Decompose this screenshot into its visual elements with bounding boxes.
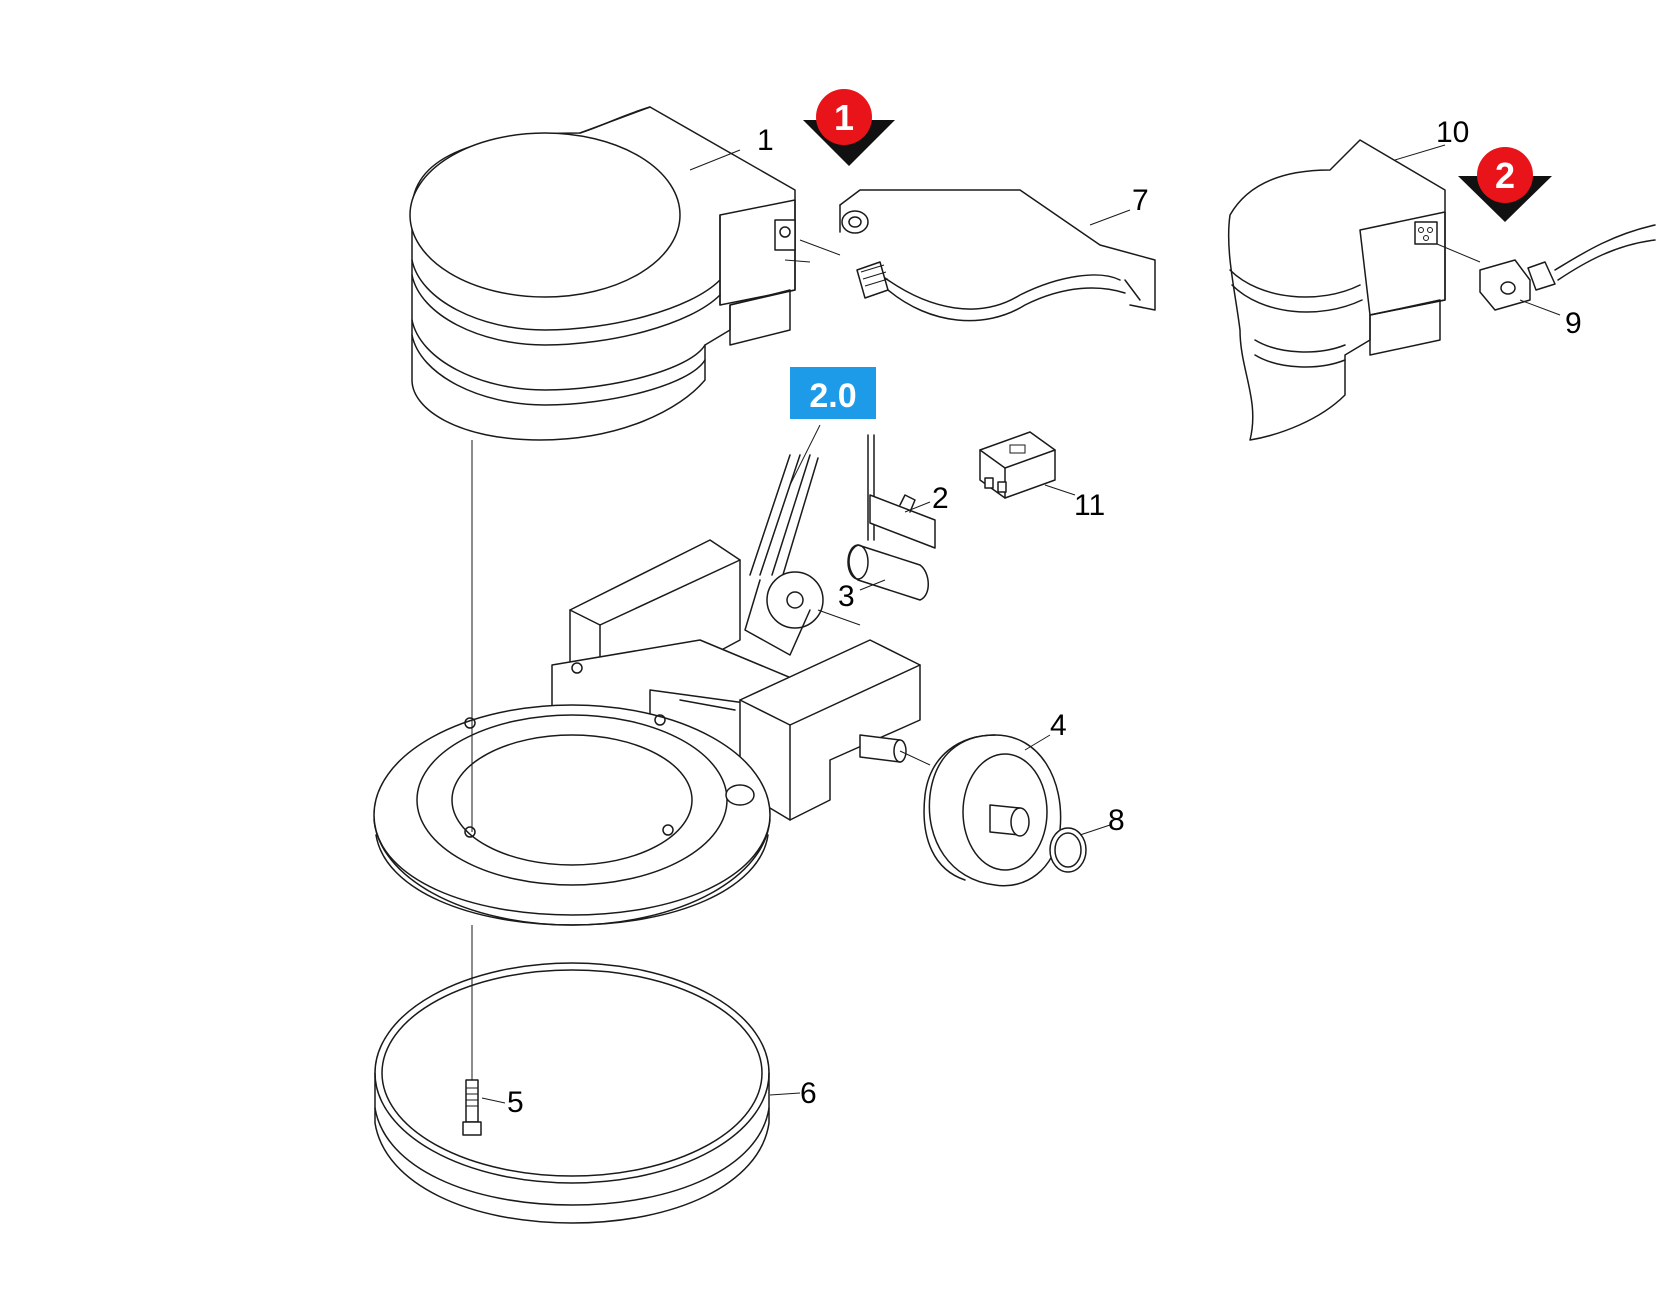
- bolt-part: [462, 1079, 482, 1136]
- motor-cover-part: [409, 106, 796, 441]
- group-badge-label: 2.0: [809, 377, 856, 415]
- chassis-part: [373, 454, 921, 926]
- callout-1: 1: [757, 124, 774, 157]
- callout-8: 8: [1108, 804, 1125, 837]
- marker-circle-1: [816, 89, 872, 145]
- wheel-part: [923, 734, 1087, 887]
- switch-part: [979, 431, 1056, 499]
- cable-assembly-part: [784, 189, 1156, 322]
- leader-lines: [481, 144, 1561, 1104]
- marker-label-2: 2: [1495, 155, 1515, 196]
- callout-5: 5: [507, 1086, 524, 1119]
- assembly-guide-lines: [471, 440, 931, 1080]
- alt-motor-cover-part: [1227, 139, 1656, 441]
- marker-circle-2: [1477, 147, 1533, 203]
- callout-4: 4: [1050, 709, 1067, 742]
- callout-6: 6: [800, 1077, 817, 1110]
- capacitor-part: [847, 434, 936, 601]
- view-marker-2[interactable]: 2: [1458, 147, 1552, 222]
- callout-7: 7: [1132, 184, 1149, 217]
- view-marker-1[interactable]: 1: [803, 89, 895, 166]
- callout-3: 3: [838, 580, 855, 613]
- callout-2: 2: [932, 482, 949, 515]
- callout-10: 10: [1436, 116, 1469, 149]
- callout-9: 9: [1565, 307, 1582, 340]
- group-badge[interactable]: 2.0: [790, 367, 876, 419]
- bumper-ring-part: [374, 962, 770, 1224]
- group-badge-background: [790, 367, 876, 419]
- callout-11: 11: [1074, 489, 1105, 522]
- marker-label-1: 1: [834, 97, 854, 138]
